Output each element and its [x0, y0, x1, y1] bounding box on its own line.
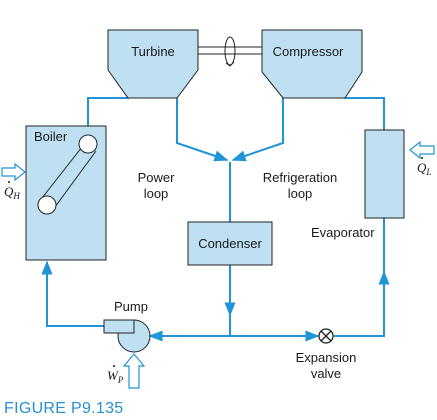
condenser: Condenser: [187, 221, 273, 266]
compressor-exit-pipe: [231, 98, 284, 162]
work-input-arrow-icon: [122, 353, 146, 389]
refrigeration-loop-label-1: Refrigeration: [263, 170, 337, 185]
turbine-label: Turbine: [131, 44, 175, 59]
condenser-label: Condenser: [198, 236, 262, 251]
shaft: [198, 36, 262, 67]
power-loop-label-1: Power: [138, 170, 176, 185]
expansion-valve-label-2: valve: [311, 366, 341, 381]
q-h-symbol: QH: [4, 181, 20, 201]
svg-text:WP: WP: [107, 368, 124, 385]
pump-label: Pump: [114, 299, 148, 314]
compressor: Compressor: [261, 29, 363, 99]
svg-text:QL: QL: [417, 160, 431, 177]
heat-in-evaporator-arrow-icon: [409, 140, 435, 160]
refrigeration-loop-label-2: loop: [288, 186, 313, 201]
boiler: Boiler: [25, 125, 107, 261]
boiler-label: Boiler: [34, 129, 68, 144]
w-p-symbol: WP: [107, 365, 124, 385]
turbine: Turbine: [107, 29, 199, 99]
turbine-exit-pipe: [176, 98, 229, 162]
rotation-arrow-icon: [224, 36, 236, 66]
expansion-valve-icon: [318, 328, 334, 344]
pump-to-boiler-pipe: [41, 260, 104, 327]
evaporator: [364, 129, 405, 219]
power-loop-label-2: loop: [144, 186, 169, 201]
evaporator-label: Evaporator: [311, 225, 375, 240]
refrigeration-loop-pipes: [230, 70, 390, 342]
pump: [103, 319, 151, 353]
figure-caption: FIGURE P9.135: [4, 400, 124, 417]
heat-input-arrow-icon: [1, 162, 26, 182]
q-l-symbol: QL: [417, 157, 431, 177]
valve-to-evaporator-pipe: [334, 270, 390, 337]
svg-text:QH: QH: [4, 184, 20, 201]
expansion-valve-label-1: Expansion: [296, 350, 357, 365]
compressor-label: Compressor: [273, 44, 344, 59]
